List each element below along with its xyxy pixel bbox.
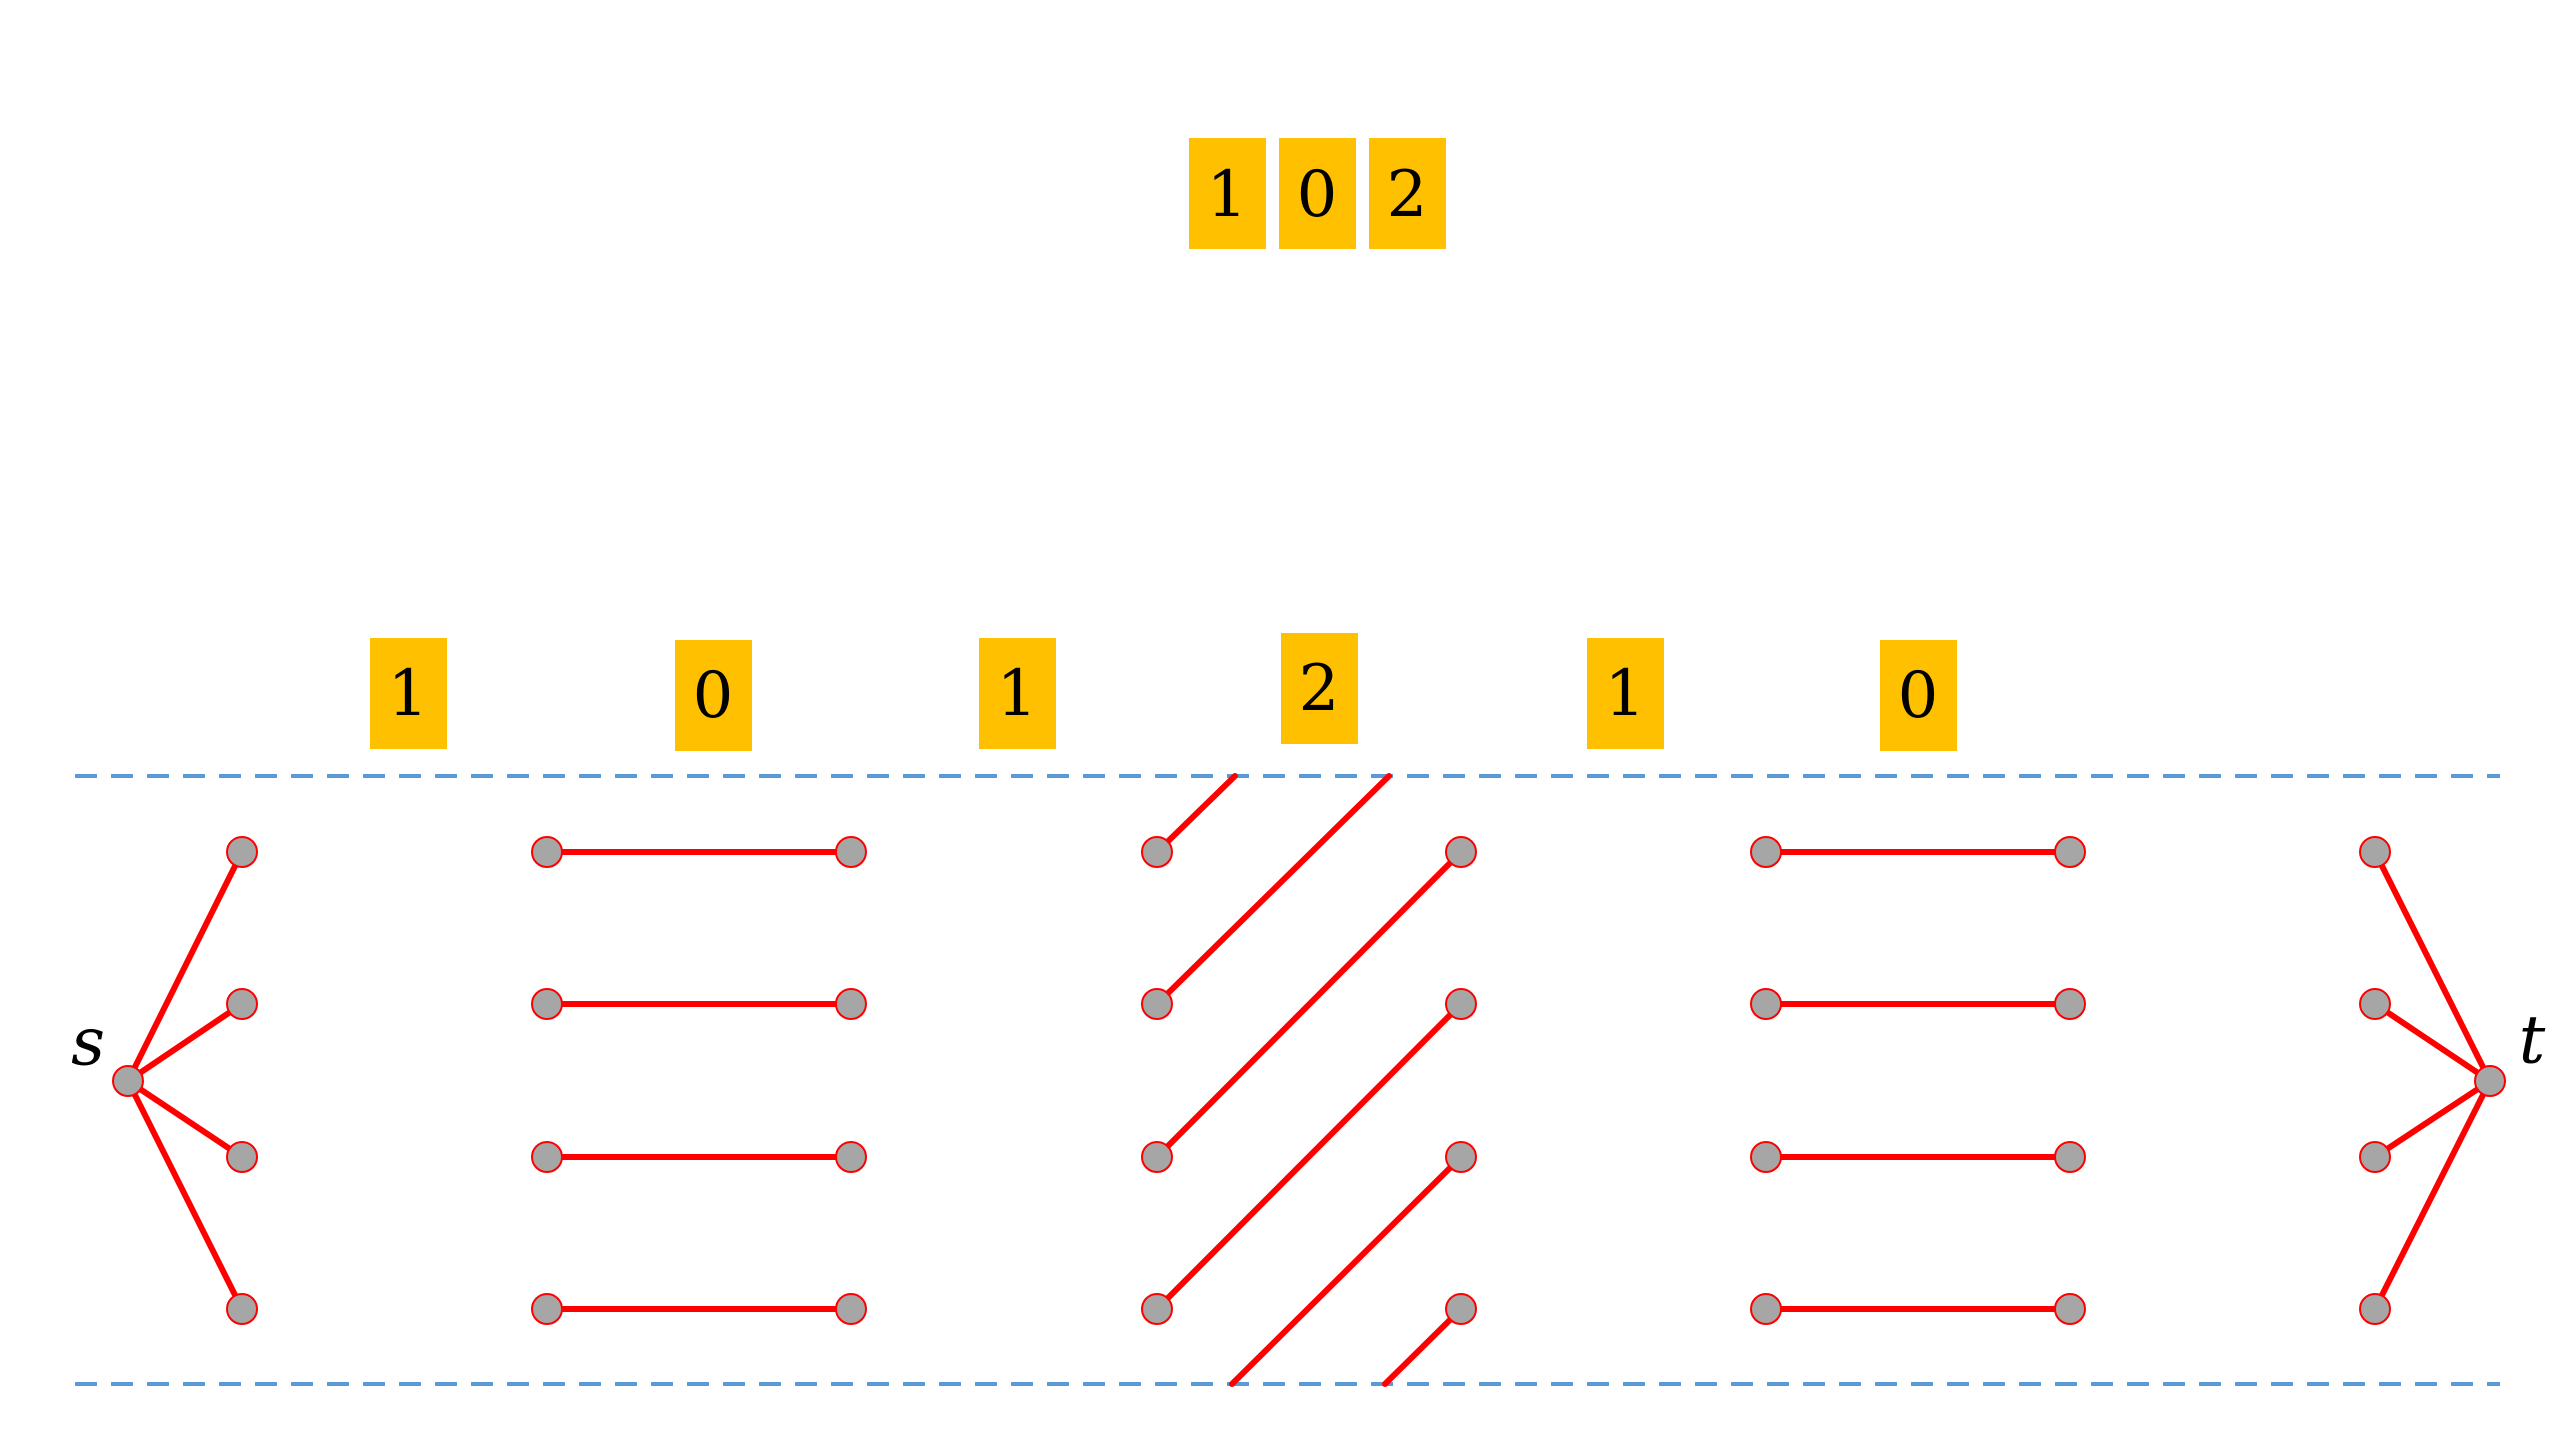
source-node: [112, 1065, 144, 1097]
node-col6-row4: [1750, 1293, 1782, 1325]
source-edge-1: [125, 849, 245, 1084]
source-edge-4: [125, 1078, 245, 1312]
sequence-labels: 1 0 2: [1189, 138, 1446, 249]
column-label-6: 0: [1898, 659, 1939, 733]
sequence-box-3: [1369, 138, 1446, 249]
node-col4-row4: [1141, 1293, 1173, 1325]
node-col2-row3: [531, 1141, 563, 1173]
source-label: s: [71, 1004, 105, 1081]
sink-edge-2: [2372, 1001, 2493, 1084]
node-col5-row2: [1445, 988, 1477, 1020]
column-label-3: 1: [997, 657, 1038, 731]
block-b-edge-3: [1154, 1001, 1464, 1312]
node-col7-row1: [2054, 836, 2086, 868]
node-col2-row2: [531, 988, 563, 1020]
node-col7-row4: [2054, 1293, 2086, 1325]
column-label-box-2: [675, 640, 752, 751]
column-labels: 1 0 1 2 1 0: [370, 633, 1957, 751]
sink-edge-4: [2372, 1078, 2493, 1312]
source-edge-2: [125, 1001, 245, 1084]
node-col7-row2: [2054, 988, 2086, 1020]
column-label-4: 2: [1299, 652, 1340, 726]
node-col8-row3: [2359, 1141, 2391, 1173]
block-b-edge-4: [1229, 1154, 1464, 1387]
node-col1-row4: [226, 1293, 258, 1325]
sequence-digit-2: 0: [1297, 158, 1338, 232]
block-b-edge-1: [1154, 773, 1392, 1007]
boundary-lines: [75, 774, 2500, 1386]
column-label-box-4: [1281, 633, 1358, 744]
node-col8-row4: [2359, 1293, 2391, 1325]
column-label-5: 1: [1605, 657, 1646, 731]
sequence-box-2: [1279, 138, 1356, 249]
node-col4-row2: [1141, 988, 1173, 1020]
block-b-edge-wrap-top: [1154, 773, 1238, 855]
sequence-box-1: [1189, 138, 1266, 249]
sequence-digit-3: 2: [1387, 158, 1428, 232]
node-col5-row1: [1445, 836, 1477, 868]
node-col4-row3: [1141, 1141, 1173, 1173]
column-label-box-1: [370, 638, 447, 749]
edge-group: [125, 773, 2493, 1387]
source-edge-3: [125, 1078, 245, 1160]
node-col7-row3: [2054, 1141, 2086, 1173]
node-col6-row1: [1750, 836, 1782, 868]
node-col3-row2: [835, 988, 867, 1020]
sink-edge-1: [2372, 849, 2493, 1084]
node-col4-row1: [1141, 836, 1173, 868]
node-col1-row1: [226, 836, 258, 868]
column-label-2: 0: [693, 659, 734, 733]
node-col5-row4: [1445, 1293, 1477, 1325]
sink-label: t: [2519, 1002, 2546, 1079]
column-label-1: 1: [388, 657, 429, 731]
node-col3-row4: [835, 1293, 867, 1325]
node-col6-row2: [1750, 988, 1782, 1020]
node-col8-row2: [2359, 988, 2391, 1020]
block-b-edge-2: [1154, 849, 1464, 1160]
column-label-box-6: [1880, 640, 1957, 751]
sink-edge-3: [2372, 1078, 2493, 1160]
node-col2-row4: [531, 1293, 563, 1325]
column-label-box-5: [1587, 638, 1664, 749]
block-b-edge-wrap-bottom: [1382, 1306, 1464, 1387]
sink-node: [2474, 1065, 2506, 1097]
node-col5-row3: [1445, 1141, 1477, 1173]
node-col8-row1: [2359, 836, 2391, 868]
node-col2-row1: [531, 836, 563, 868]
node-group: [112, 836, 2506, 1325]
node-col3-row3: [835, 1141, 867, 1173]
column-label-box-3: [979, 638, 1056, 749]
node-col6-row3: [1750, 1141, 1782, 1173]
node-col3-row1: [835, 836, 867, 868]
node-col1-row2: [226, 988, 258, 1020]
node-col1-row3: [226, 1141, 258, 1173]
sequence-digit-1: 1: [1207, 158, 1248, 232]
